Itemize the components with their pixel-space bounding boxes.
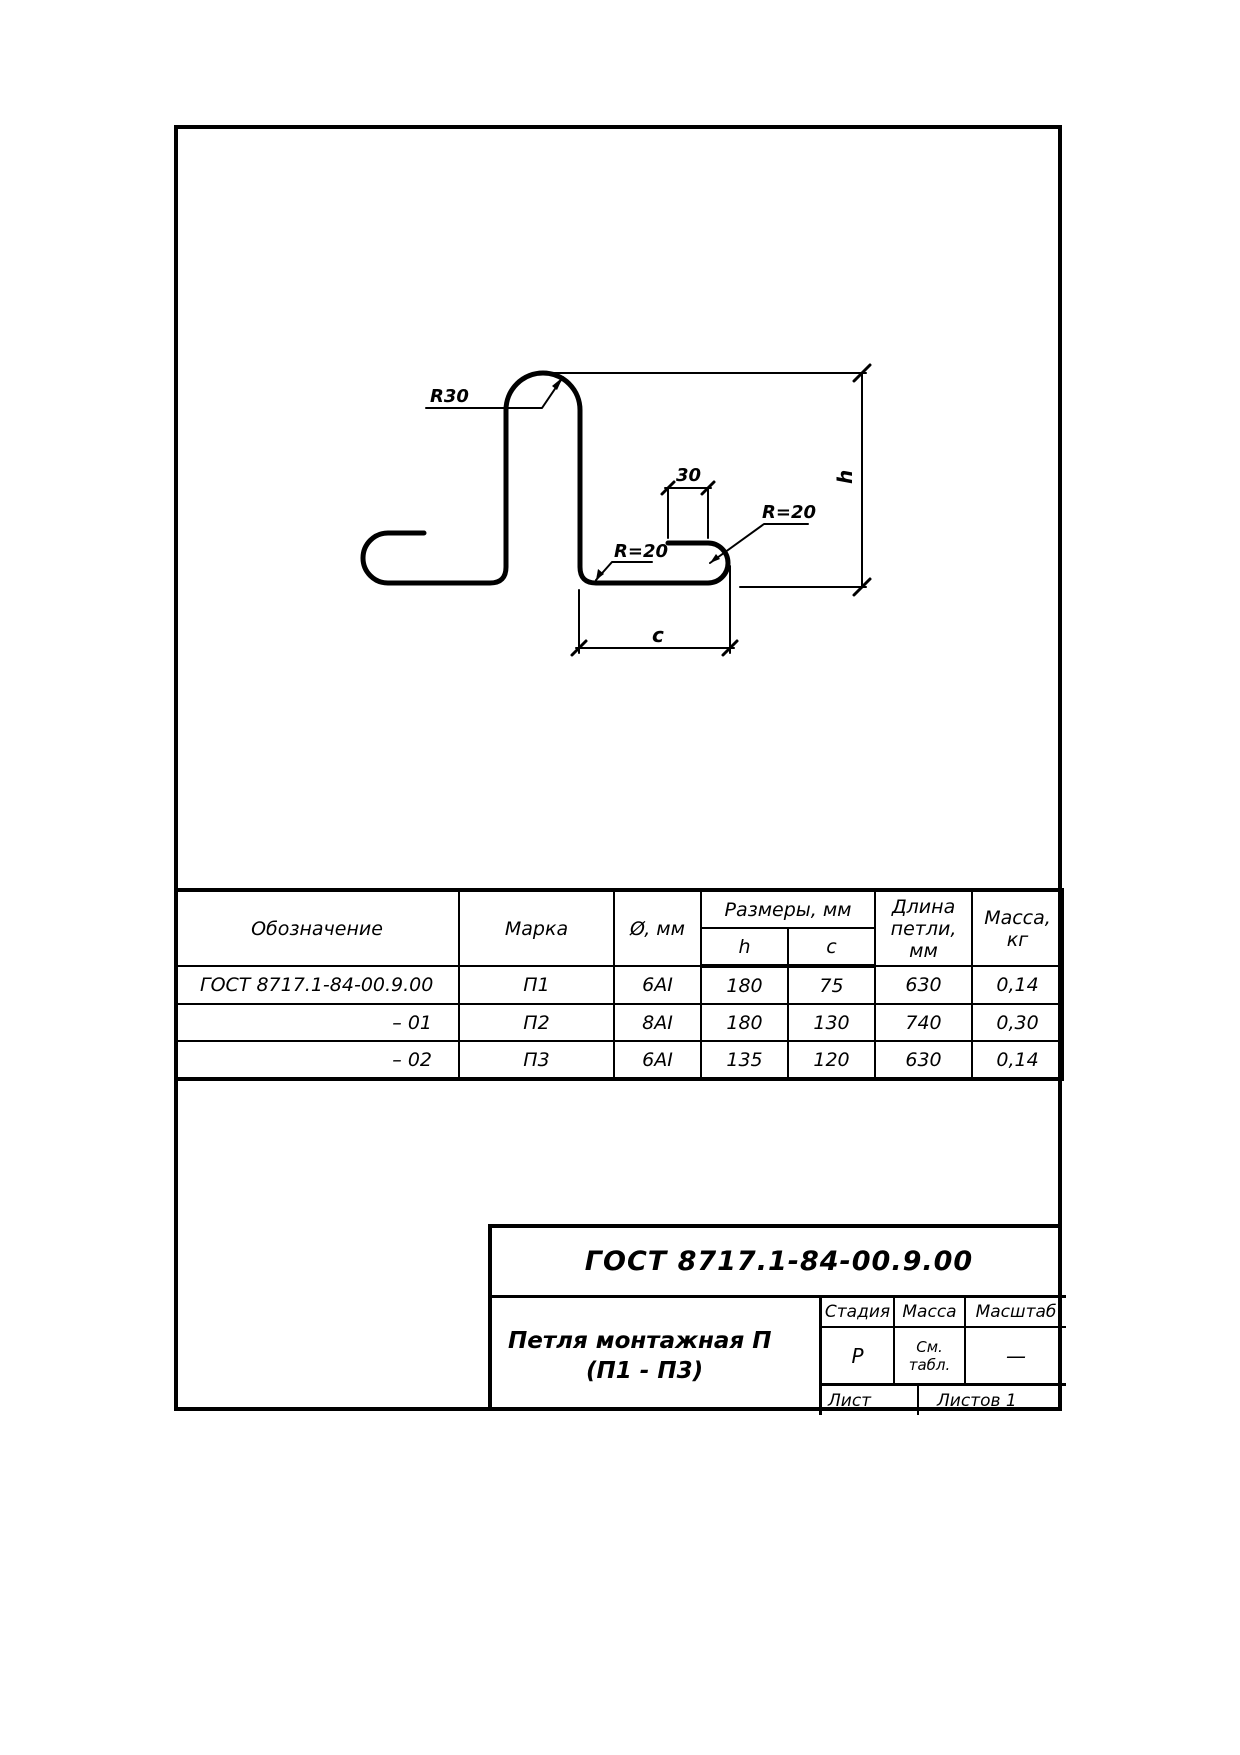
cell-diameter: 8AI bbox=[613, 1003, 702, 1042]
stage-value: Р bbox=[822, 1328, 895, 1386]
header-subrow: h c bbox=[175, 927, 1063, 968]
cell-c: 130 bbox=[786, 1003, 877, 1042]
document-name-line1: Петля монтажная П bbox=[508, 1328, 772, 1354]
document-name: Петля монтажная П (П1 - П3) bbox=[492, 1298, 822, 1415]
mass-value-line1: См. bbox=[916, 1337, 943, 1356]
title-block: ГОСТ 8717.1-84-00.9.00 Петля монтажная П… bbox=[488, 1224, 1066, 1415]
cell-diameter: 6AI bbox=[613, 1040, 702, 1081]
header-row: Обозначение Марка Ø, мм Размеры, мм Длин… bbox=[174, 888, 1065, 967]
drawing-frame bbox=[174, 125, 1062, 1411]
cell-mark: П1 bbox=[458, 965, 615, 1005]
cell-mass: 0,14 bbox=[971, 965, 1065, 1005]
cell-designation: ГОСТ 8717.1-84-00.9.00 bbox=[174, 965, 460, 1005]
mass-label: Масса bbox=[895, 1298, 966, 1328]
cell-designation: – 02 bbox=[174, 1040, 460, 1081]
scale-value: — bbox=[966, 1328, 1066, 1386]
mass-value-line2: табл. bbox=[908, 1355, 951, 1374]
header-loop-length: Длина петли, мм bbox=[874, 888, 974, 967]
label-dim-h: h bbox=[833, 470, 857, 484]
header-dimensions: Размеры, мм bbox=[699, 888, 877, 929]
cell-designation: – 01 bbox=[174, 1003, 460, 1042]
cell-mark: П3 bbox=[458, 1040, 615, 1081]
cell-h: 135 bbox=[700, 1040, 789, 1081]
cell-length: 740 bbox=[874, 1003, 974, 1042]
cell-diameter: 6AI bbox=[613, 965, 702, 1005]
sheets-label: Листов 1 bbox=[937, 1390, 1017, 1411]
cell-c: 75 bbox=[786, 965, 877, 1005]
label-dim-30: 30 bbox=[676, 465, 701, 486]
header-mass: Масса, кг bbox=[971, 888, 1065, 967]
table-row: – 01 П2 8AI 180 130 740 0,30 bbox=[174, 1003, 1065, 1042]
table-row: ГОСТ 8717.1-84-00.9.00 П1 6AI 180 75 630… bbox=[174, 965, 1065, 1005]
header-c: c bbox=[786, 927, 877, 968]
sheet-label: Лист bbox=[822, 1386, 919, 1415]
label-r20-right: R=20 bbox=[762, 502, 816, 523]
cell-length: 630 bbox=[874, 1040, 974, 1081]
cell-h: 180 bbox=[700, 1003, 789, 1042]
spec-table: Обозначение Марка Ø, мм Размеры, мм Длин… bbox=[174, 888, 1065, 1081]
cell-mark: П2 bbox=[458, 1003, 615, 1042]
cell-length: 630 bbox=[874, 965, 974, 1005]
mass-value: См. табл. bbox=[895, 1328, 966, 1386]
header-mark: Марка bbox=[458, 888, 615, 967]
scale-label: Масштаб bbox=[966, 1298, 1066, 1328]
document-code: ГОСТ 8717.1-84-00.9.00 bbox=[492, 1228, 1066, 1298]
cell-c: 120 bbox=[786, 1040, 877, 1081]
header-h: h bbox=[700, 927, 789, 968]
document-name-line2: (П1 - П3) bbox=[586, 1358, 704, 1384]
cell-h: 180 bbox=[700, 965, 789, 1005]
cell-mass: 0,30 bbox=[971, 1003, 1065, 1042]
stage-label: Стадия bbox=[822, 1298, 895, 1328]
label-dim-c: c bbox=[652, 623, 664, 647]
header-diameter: Ø, мм bbox=[613, 888, 702, 967]
header-designation: Обозначение bbox=[174, 888, 460, 967]
loop-profile bbox=[360, 370, 731, 586]
label-r20-left: R=20 bbox=[614, 541, 668, 562]
table-row: – 02 П3 6AI 135 120 630 0,14 bbox=[174, 1040, 1065, 1081]
cell-mass: 0,14 bbox=[971, 1040, 1065, 1081]
label-r30: R30 bbox=[430, 386, 469, 407]
